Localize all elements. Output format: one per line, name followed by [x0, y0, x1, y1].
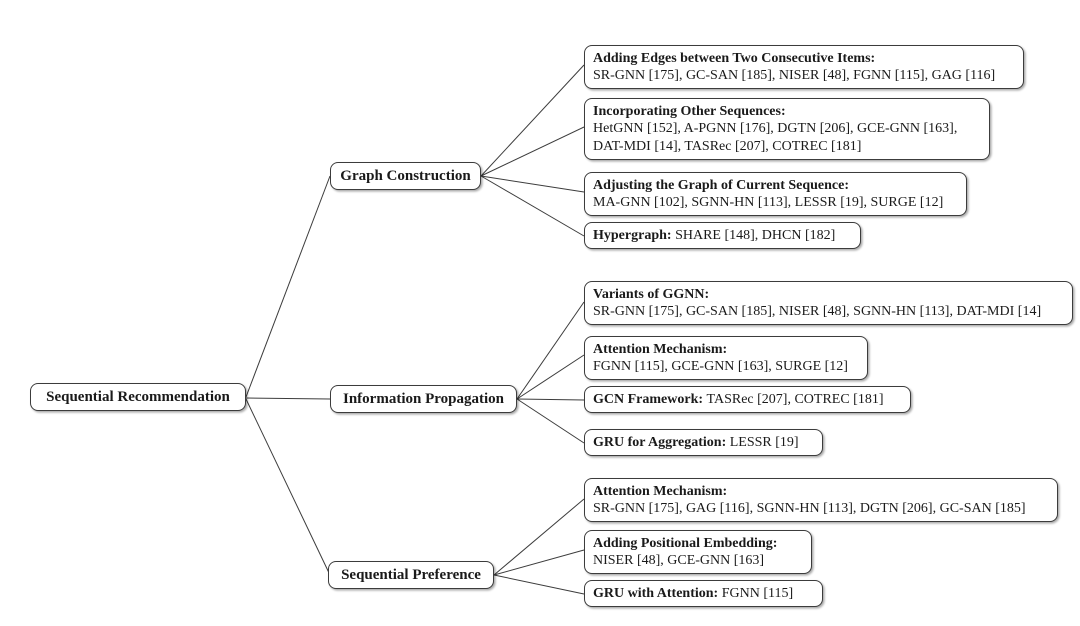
leaf-node-hypergraph: Hypergraph:SHARE [148], DHCN [182]: [584, 222, 861, 249]
leaf-title: Adding Positional Embedding:: [593, 535, 778, 551]
leaf-title: Adjusting the Graph of Current Sequence:: [593, 177, 850, 193]
branch-node-label: Information Propagation: [343, 391, 504, 407]
leaf-citations: SR-GNN [175], GC-SAN [185], NISER [48], …: [593, 304, 1042, 319]
leaf-node-adjusting-graph-current-sequence: Adjusting the Graph of Current Sequence:…: [584, 172, 967, 216]
leaf-title: Attention Mechanism:: [593, 341, 728, 357]
root-node-sequential-recommendation: Sequential Recommendation: [30, 383, 246, 411]
leaf-title: GCN Framework:: [593, 391, 704, 407]
leaf-node-incorporating-other-sequences: Incorporating Other Sequences: HetGNN [15…: [584, 98, 990, 160]
leaf-citations: SHARE [148], DHCN [182]: [675, 227, 836, 243]
leaf-citations: NISER [48], GCE-GNN [163]: [593, 553, 765, 568]
leaf-node-adding-edges-consecutive-items: Adding Edges between Two Consecutive Ite…: [584, 45, 1024, 89]
leaf-title: Incorporating Other Sequences:: [593, 103, 786, 119]
branch-node-label: Sequential Preference: [341, 567, 481, 583]
leaf-node-adding-positional-embedding: Adding Positional Embedding: NISER [48], …: [584, 530, 812, 574]
leaf-node-gcn-framework: GCN Framework:TASRec [207], COTREC [181]: [584, 386, 911, 413]
leaf-node-variants-of-ggnn: Variants of GGNN: SR-GNN [175], GC-SAN [1…: [584, 281, 1073, 325]
leaf-title: Variants of GGNN:: [593, 286, 710, 302]
root-node-label: Sequential Recommendation: [46, 389, 230, 405]
leaf-citations: SR-GNN [175], GAG [116], SGNN-HN [113], …: [593, 501, 1026, 516]
leaf-node-attention-mechanism-preference: Attention Mechanism: SR-GNN [175], GAG [1…: [584, 478, 1058, 522]
leaf-title: GRU for Aggregation:: [593, 434, 727, 450]
leaf-node-attention-mechanism-propagation: Attention Mechanism: FGNN [115], GCE-GNN …: [584, 336, 868, 380]
leaf-title: Adding Edges between Two Consecutive Ite…: [593, 50, 876, 66]
leaf-citations: MA-GNN [102], SGNN-HN [113], LESSR [19],…: [593, 195, 944, 210]
leaf-node-gru-with-attention: GRU with Attention:FGNN [115]: [584, 580, 823, 607]
leaf-node-gru-for-aggregation: GRU for Aggregation:LESSR [19]: [584, 429, 823, 456]
leaf-title: Attention Mechanism:: [593, 483, 728, 499]
leaf-citations: TASRec [207], COTREC [181]: [706, 391, 884, 407]
branch-node-information-propagation: Information Propagation: [330, 385, 517, 413]
branch-node-graph-construction: Graph Construction: [330, 162, 481, 190]
leaf-citations: SR-GNN [175], GC-SAN [185], NISER [48], …: [593, 68, 996, 83]
branch-node-label: Graph Construction: [340, 168, 471, 184]
branch-node-sequential-preference: Sequential Preference: [328, 561, 494, 589]
leaf-citations: LESSR [19]: [729, 434, 799, 450]
leaf-citations: FGNN [115], GCE-GNN [163], SURGE [12]: [593, 359, 848, 374]
leaf-title: GRU with Attention:: [593, 585, 719, 601]
leaf-title: Hypergraph:: [593, 227, 672, 243]
leaf-citations: FGNN [115]: [721, 585, 794, 601]
leaf-citations: HetGNN [152], A-PGNN [176], DGTN [206], …: [593, 121, 958, 154]
